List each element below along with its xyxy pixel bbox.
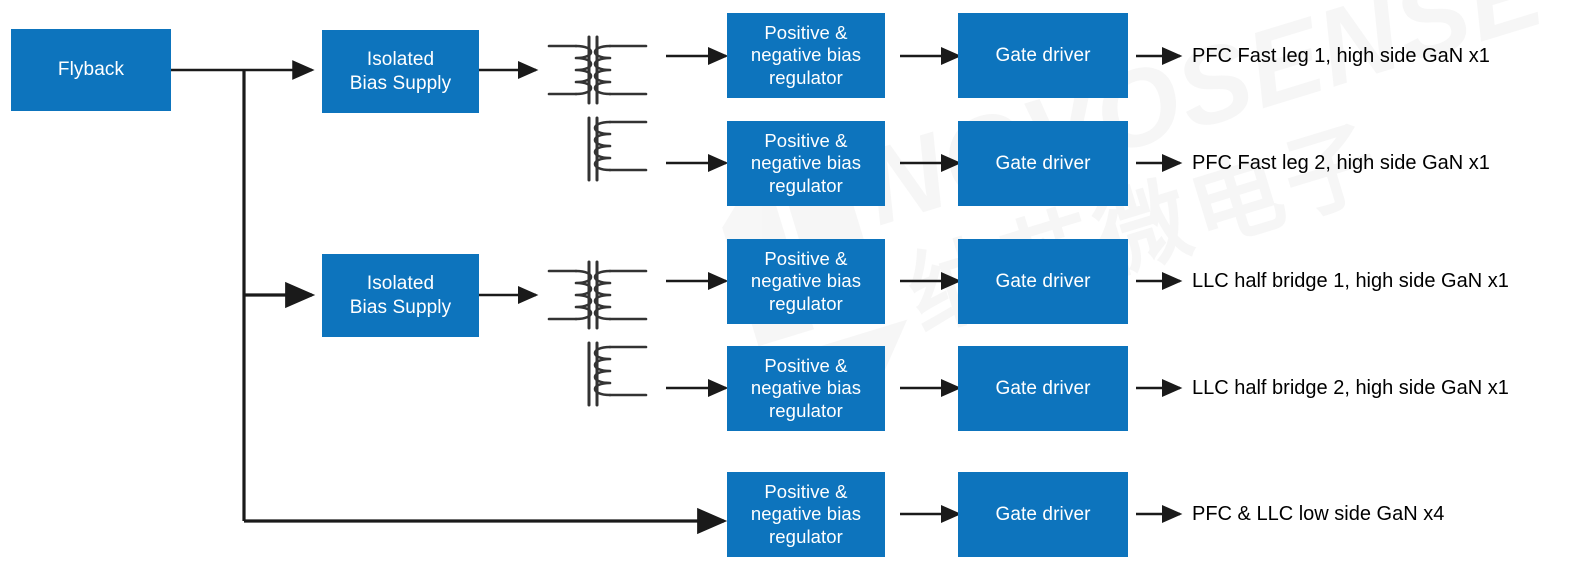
block-regulator-5-label: Positive & negative bias regulator bbox=[751, 481, 861, 549]
block-isolated-bias-supply-1-label: Isolated Bias Supply bbox=[350, 48, 451, 94]
block-gate-driver-1[interactable]: Gate driver bbox=[958, 13, 1128, 98]
reg2-line3: regulator bbox=[769, 174, 843, 196]
output-label-2: PFC Fast leg 2, high side GaN x1 bbox=[1192, 152, 1490, 174]
block-regulator-5[interactable]: Positive & negative bias regulator bbox=[727, 472, 885, 557]
bias1-line1: Isolated bbox=[366, 49, 435, 71]
block-regulator-4[interactable]: Positive & negative bias regulator bbox=[727, 346, 885, 431]
block-regulator-3-label: Positive & negative bias regulator bbox=[751, 248, 861, 316]
block-regulator-1[interactable]: Positive & negative bias regulator bbox=[727, 13, 885, 98]
reg1-line3: regulator bbox=[769, 66, 843, 88]
block-regulator-1-label: Positive & negative bias regulator bbox=[751, 22, 861, 90]
block-isolated-bias-supply-1[interactable]: Isolated Bias Supply bbox=[322, 30, 479, 113]
block-regulator-4-label: Positive & negative bias regulator bbox=[751, 355, 861, 423]
reg3-line3: regulator bbox=[769, 292, 843, 314]
output-label-5: PFC & LLC low side GaN x4 bbox=[1192, 503, 1445, 525]
reg3-line2: negative bias bbox=[750, 270, 862, 292]
output-label-4: LLC half bridge 2, high side GaN x1 bbox=[1192, 377, 1509, 399]
output-label-3: LLC half bridge 1, high side GaN x1 bbox=[1192, 270, 1509, 292]
block-regulator-3[interactable]: Positive & negative bias regulator bbox=[727, 239, 885, 324]
reg5-line1: Positive & bbox=[764, 480, 848, 502]
block-gate-driver-5-label: Gate driver bbox=[995, 503, 1091, 525]
reg4-line2: negative bias bbox=[750, 377, 862, 399]
block-gate-driver-3-label: Gate driver bbox=[995, 270, 1091, 292]
block-flyback[interactable]: Flyback bbox=[11, 29, 171, 111]
reg1-line2: negative bias bbox=[750, 44, 862, 66]
reg3-line1: Positive & bbox=[764, 247, 848, 269]
reg1-line1: Positive & bbox=[764, 21, 848, 43]
block-gate-driver-2[interactable]: Gate driver bbox=[958, 121, 1128, 206]
block-regulator-2-label: Positive & negative bias regulator bbox=[751, 130, 861, 198]
bias2-line2: Bias Supply bbox=[349, 296, 452, 318]
block-gate-driver-3[interactable]: Gate driver bbox=[958, 239, 1128, 324]
reg4-line3: regulator bbox=[769, 399, 843, 421]
reg5-line2: negative bias bbox=[750, 503, 862, 525]
reg5-line3: regulator bbox=[769, 525, 843, 547]
block-regulator-2[interactable]: Positive & negative bias regulator bbox=[727, 121, 885, 206]
output-label-1: PFC Fast leg 1, high side GaN x1 bbox=[1192, 45, 1490, 67]
bias2-line1: Isolated bbox=[366, 273, 435, 295]
block-gate-driver-5[interactable]: Gate driver bbox=[958, 472, 1128, 557]
block-gate-driver-4[interactable]: Gate driver bbox=[958, 346, 1128, 431]
block-isolated-bias-supply-2-label: Isolated Bias Supply bbox=[350, 272, 451, 318]
reg2-line1: Positive & bbox=[764, 129, 848, 151]
block-gate-driver-1-label: Gate driver bbox=[995, 44, 1091, 66]
block-gate-driver-4-label: Gate driver bbox=[995, 377, 1091, 399]
reg2-line2: negative bias bbox=[750, 152, 862, 174]
block-gate-driver-2-label: Gate driver bbox=[995, 152, 1091, 174]
reg4-line1: Positive & bbox=[764, 354, 848, 376]
block-isolated-bias-supply-2[interactable]: Isolated Bias Supply bbox=[322, 254, 479, 337]
bias1-line2: Bias Supply bbox=[349, 72, 452, 94]
block-flyback-label: Flyback bbox=[57, 59, 125, 81]
